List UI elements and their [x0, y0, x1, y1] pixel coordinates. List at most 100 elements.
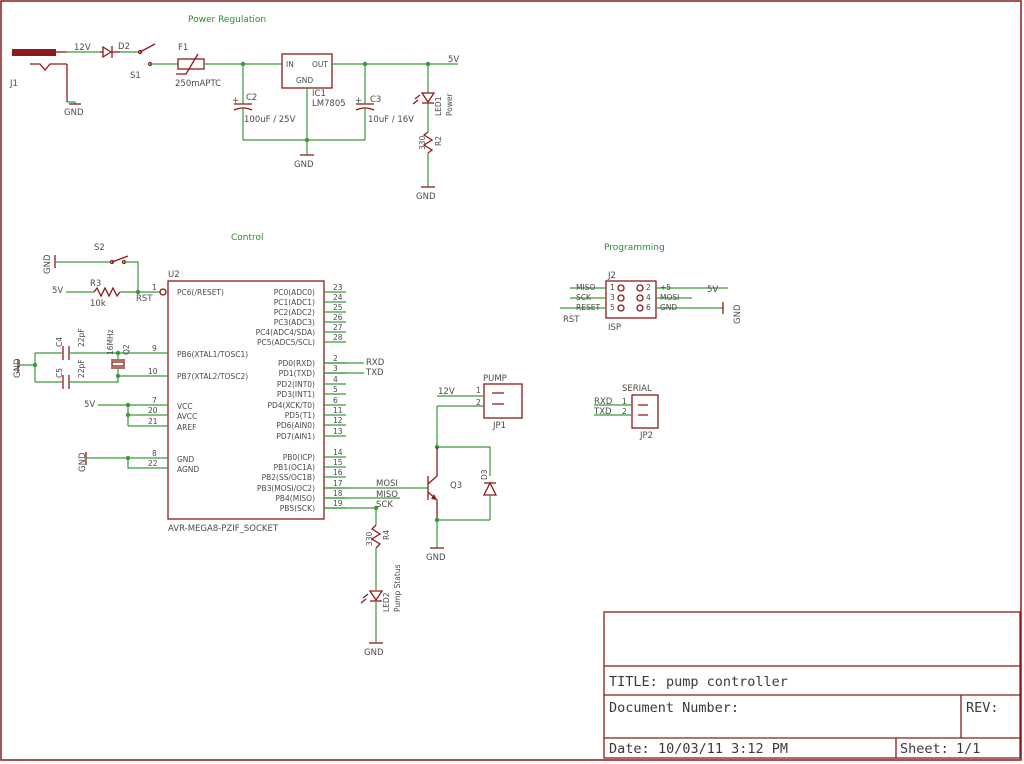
svg-text:9: 9 — [152, 344, 157, 353]
c5-value: 22pF — [77, 359, 86, 378]
r4-resistor — [370, 524, 382, 590]
net-5v-vcc: 5V — [84, 400, 95, 410]
net-12v-pump: 12V — [438, 387, 455, 397]
f1-ptc — [176, 53, 205, 75]
svg-text:2: 2 — [476, 398, 481, 407]
sheet-value: 1/1 — [956, 741, 980, 757]
svg-text:20: 20 — [148, 406, 158, 415]
u2-label: U2 — [168, 270, 180, 280]
svg-text:GND: GND — [177, 455, 194, 464]
f1-label: F1 — [178, 43, 188, 53]
u2-pin-name: PB3(MOSI/OC2) — [257, 484, 315, 493]
j2-label: J2 — [607, 271, 616, 281]
svg-text:1: 1 — [610, 283, 615, 292]
svg-text:MOSI: MOSI — [660, 293, 679, 302]
title-block: TITLE: pump controller Document Number: … — [603, 611, 1021, 759]
u2-pin-number: 11 — [333, 406, 343, 415]
ic1-regulator: IN OUT GND — [281, 53, 333, 89]
u2-atmega8 — [167, 280, 325, 520]
u2-pin-number: 12 — [333, 416, 343, 425]
u2-pin-xtal1: PB6(XTAL1/TOSC1) — [177, 350, 248, 359]
u2-pin-name: PC2(ADC2) — [274, 308, 315, 317]
u2-pin-name: PB5(SCK) — [280, 504, 315, 513]
d3-diode — [482, 481, 498, 520]
svg-text:+: + — [232, 96, 239, 106]
u2-pin-name: PD2(INT0) — [277, 380, 315, 389]
u2-pin-name: PD1(TXD) — [279, 369, 315, 378]
svg-text:AREF: AREF — [177, 423, 196, 432]
r4-value: 330 — [365, 531, 374, 546]
svg-text:22: 22 — [148, 459, 158, 468]
c4-label: C4 — [55, 337, 64, 347]
svg-text:GND: GND — [296, 76, 313, 85]
programming-section: Programming J2 ISP MISO SCK RESET 1 3 5 … — [560, 243, 743, 333]
s2-label: S2 — [94, 243, 105, 253]
c5-capacitor — [62, 375, 70, 389]
document-number-label: Document Number: — [609, 700, 739, 716]
svg-text:GND: GND — [660, 303, 677, 312]
svg-text:7: 7 — [152, 396, 157, 405]
u2-pin-number: 25 — [333, 303, 343, 312]
gnd-label-led1: GND — [416, 192, 436, 202]
svg-text:RESET: RESET — [576, 303, 600, 312]
ic1-value: LM7805 — [312, 99, 346, 109]
r2-label: R2 — [434, 136, 443, 146]
u2-pin-name: PB1(OC1A) — [274, 463, 315, 472]
net-rxd-label: RXD — [366, 358, 385, 368]
u2-pin-name: PB0(ICP) — [283, 453, 315, 462]
svg-text:VCC: VCC — [177, 402, 193, 411]
s2-switch — [109, 255, 129, 265]
u2-pin-name: PD7(AIN1) — [276, 432, 315, 441]
c2-label: C2 — [246, 93, 257, 103]
u2-pin-xtal2: PB7(XTAL2/TOSC2) — [177, 372, 248, 381]
j1-jack: J1 — [9, 49, 68, 102]
u2-pin-number: 5 — [333, 385, 338, 394]
svg-text:5: 5 — [610, 303, 615, 312]
svg-text:1: 1 — [476, 386, 481, 395]
u2-pin-number: 28 — [333, 333, 343, 342]
net-txd-label: TXD — [365, 368, 384, 378]
u2-pin-name: PD0(RXD) — [278, 359, 315, 368]
d3-label: D3 — [480, 469, 489, 480]
svg-text:1: 1 — [152, 283, 157, 292]
s1-label: S1 — [130, 71, 141, 81]
jp2-serial-connector — [631, 394, 659, 429]
led2-value: Pump Status — [393, 564, 402, 612]
u2-pin-number: 17 — [333, 479, 343, 488]
u2-pin-name: PD5(T1) — [285, 411, 315, 420]
u2-pin-number: 27 — [333, 323, 343, 332]
gnd-label-led2: GND — [364, 648, 384, 658]
led1-value: Power — [445, 92, 454, 116]
gnd-label-xtal: GND — [13, 358, 23, 378]
d2-diode — [100, 45, 120, 59]
svg-text:8: 8 — [152, 449, 157, 458]
q2-value: 16MHz — [106, 329, 115, 355]
gnd-label-isp: GND — [733, 304, 743, 324]
q2-label: Q2 — [122, 344, 131, 355]
f1-value: 250mAPTC — [175, 79, 221, 89]
svg-text:+: + — [355, 96, 362, 106]
net-mosi-label: MOSI — [376, 479, 398, 489]
ic1-label: IC1 — [312, 89, 326, 99]
svg-text:AGND: AGND — [177, 465, 199, 474]
u2-pin-name: PC3(ADC3) — [274, 318, 315, 327]
c2-value: 100uF / 25V — [244, 115, 296, 125]
svg-text:6: 6 — [646, 303, 651, 312]
date-value: 10/03/11 3:12 PM — [658, 741, 788, 757]
r2-value: 330 — [418, 135, 427, 150]
svg-text:10: 10 — [148, 367, 158, 376]
r3-value: 10k — [90, 299, 106, 309]
u2-pin-number: 16 — [333, 468, 343, 477]
sheet-label: Sheet: — [900, 741, 949, 757]
net-12v-label: 12V — [74, 43, 91, 53]
net-5v-r3: 5V — [52, 286, 63, 296]
u2-pin-number: 2 — [333, 354, 338, 363]
svg-text:AVCC: AVCC — [177, 412, 197, 421]
net-rst-label: RST — [136, 294, 153, 304]
u2-pin-name: PB2(SS/OC1B) — [262, 473, 315, 482]
u2-pin-number: 18 — [333, 489, 343, 498]
q3-transistor — [427, 447, 438, 520]
gnd-label-u2: GND — [78, 452, 88, 472]
s1-switch — [137, 43, 156, 67]
